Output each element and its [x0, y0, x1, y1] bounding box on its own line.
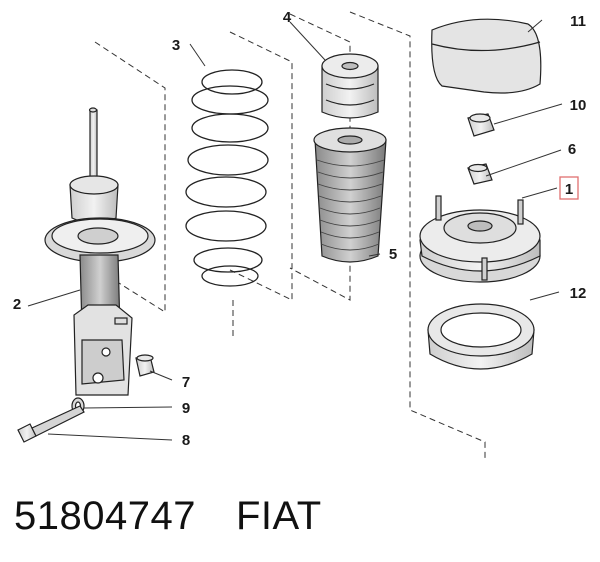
- callout-5: 5: [389, 246, 397, 263]
- callout-9: 9: [182, 400, 190, 417]
- callout-8: 8: [182, 432, 190, 449]
- part-footer: 51804747 FIAT: [14, 486, 322, 546]
- callout-1: 1: [565, 181, 573, 198]
- part-number: 51804747: [14, 493, 196, 538]
- callout-4: 4: [283, 9, 292, 26]
- shock-absorber-strut: [44, 107, 156, 396]
- nut-part-6: [467, 163, 493, 185]
- callout-12: 12: [570, 285, 587, 302]
- coil-spring: [185, 69, 269, 287]
- nut-part-7: [135, 354, 155, 377]
- top-cover: [431, 18, 542, 94]
- callout-3: 3: [172, 37, 180, 54]
- strut-mount: [419, 195, 541, 283]
- exploded-parts-diagram: 1 2 3 4 5 6 7 8 9 10 11 12: [13, 9, 587, 460]
- leader-lines: [27, 19, 563, 441]
- callout-1-highlight-box: [559, 176, 579, 200]
- bolt-part-8: [17, 405, 85, 443]
- dust-boot-bellows: [313, 127, 387, 263]
- callout-6: 6: [568, 141, 576, 158]
- callout-7: 7: [182, 374, 190, 391]
- bump-stop: [321, 53, 379, 119]
- callout-11: 11: [570, 13, 586, 30]
- brand-name: FIAT: [235, 493, 322, 538]
- callout-2: 2: [13, 296, 21, 313]
- nut-part-10: [467, 113, 495, 137]
- callout-labels: 1 2 3 4 5 6 7 8 9 10 11 12: [13, 9, 587, 449]
- callout-10: 10: [570, 97, 587, 114]
- bearing-ring: [427, 303, 535, 370]
